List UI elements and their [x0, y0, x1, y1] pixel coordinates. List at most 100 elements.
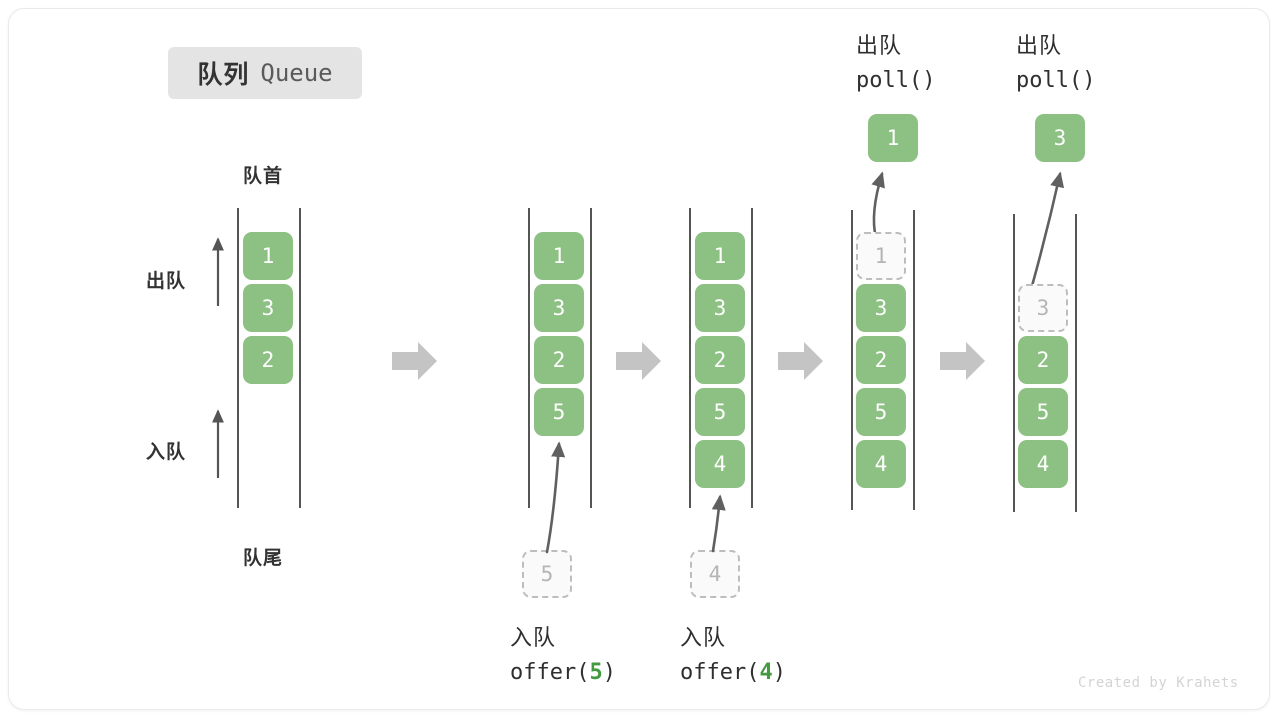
operation-code-suffix: ): [1082, 68, 1096, 93]
cell-value: 2: [874, 348, 888, 372]
dequeued-cell: 3: [1035, 114, 1085, 162]
queue-cell-new: 4: [695, 440, 745, 488]
cell-value: 3: [552, 296, 566, 320]
queue-rail-right-3: [751, 208, 753, 508]
queue-cell: 1: [243, 232, 293, 280]
queue-cell: 2: [243, 336, 293, 384]
operation-code-prefix: poll(: [856, 68, 923, 93]
queue-cell: 1: [695, 232, 745, 280]
operation-code-prefix: offer(: [510, 660, 590, 685]
operation-code: poll(): [1016, 63, 1095, 98]
queue-cell: 2: [534, 336, 584, 384]
queue-cell: 3: [695, 284, 745, 332]
operation-code-suffix: ): [922, 68, 936, 93]
operation-cn: 出队: [856, 33, 903, 58]
title-en: Queue: [260, 59, 333, 87]
queue-cell: 5: [695, 388, 745, 436]
queue-rail-right-1: [299, 208, 301, 508]
flow-arrow-icon: [392, 342, 437, 380]
operation-code: offer(5): [510, 655, 616, 690]
label-queue-front: 队首: [243, 166, 284, 187]
operation-code-suffix: ): [772, 660, 786, 685]
label-queue-rear: 队尾: [243, 548, 284, 569]
queue-rail-left-5: [1013, 214, 1015, 512]
queue-cell-ghost: 4: [690, 550, 740, 598]
cell-value: 2: [713, 348, 727, 372]
dequeue-motion-arrow-icon: [871, 171, 885, 240]
flow-arrow-icon: [616, 342, 661, 380]
operation-label-poll-1: 出队 poll(): [856, 28, 935, 98]
operation-code: poll(): [856, 63, 935, 98]
operation-code-suffix: ): [602, 660, 616, 685]
cell-value: 3: [1053, 126, 1067, 150]
title-cn: 队列: [197, 61, 250, 89]
queue-cell: 1: [534, 232, 584, 280]
queue-cell: 5: [856, 388, 906, 436]
queue-cell: 2: [856, 336, 906, 384]
queue-cell: 3: [856, 284, 906, 332]
cell-value: 1: [886, 126, 900, 150]
cell-value: 5: [874, 400, 888, 424]
cell-value: 3: [261, 296, 275, 320]
queue-cell-new: 5: [534, 388, 584, 436]
operation-label-poll-3: 出队 poll(): [1016, 28, 1095, 98]
operation-code-arg: 5: [589, 660, 603, 685]
queue-rail-left-4: [851, 210, 853, 510]
cell-value: 1: [552, 244, 566, 268]
enqueue-direction-arrow-icon: [212, 409, 224, 478]
queue-rail-left-1: [237, 208, 239, 508]
queue-rail-right-4: [913, 210, 915, 510]
operation-cn: 出队: [1016, 33, 1063, 58]
queue-rail-right-2: [590, 208, 592, 508]
operation-code-arg: 4: [759, 660, 773, 685]
cell-value: 4: [874, 452, 888, 476]
label-dequeue-direction: 出队: [146, 271, 187, 292]
cell-value: 1: [713, 244, 727, 268]
queue-cell-ghost: 1: [856, 232, 906, 280]
queue-cell: 2: [695, 336, 745, 384]
label-enqueue-direction: 入队: [146, 442, 187, 463]
queue-rail-left-3: [689, 208, 691, 508]
watermark: Created by Krahets: [1078, 675, 1239, 691]
flow-arrow-icon: [940, 342, 985, 380]
queue-cell: 5: [1018, 388, 1068, 436]
queue-cell: 2: [1018, 336, 1068, 384]
dequeued-cell: 1: [868, 114, 918, 162]
diagram-title-badge: 队列 Queue: [168, 47, 362, 99]
operation-code-prefix: offer(: [680, 660, 760, 685]
cell-value: 2: [552, 348, 566, 372]
operation-code: offer(4): [680, 655, 786, 690]
queue-rail-left-2: [528, 208, 530, 508]
queue-cell: 4: [856, 440, 906, 488]
operation-cn: 入队: [510, 625, 557, 650]
operation-code-prefix: poll(: [1016, 68, 1083, 93]
cell-value: 2: [261, 348, 275, 372]
cell-value: 4: [1036, 452, 1050, 476]
enqueue-motion-arrow-icon: [545, 441, 566, 554]
queue-cell: 3: [534, 284, 584, 332]
cell-value: 3: [1036, 296, 1050, 320]
dequeue-direction-arrow-icon: [212, 237, 224, 306]
queue-cell: 4: [1018, 440, 1068, 488]
operation-cn: 入队: [680, 625, 727, 650]
cell-value: 2: [1036, 348, 1050, 372]
enqueue-motion-arrow-icon: [711, 494, 726, 553]
flow-arrow-icon: [778, 342, 823, 380]
cell-value: 4: [708, 562, 722, 586]
operation-label-offer-5: 入队 offer(5): [510, 620, 616, 690]
dequeue-motion-arrow-icon: [1030, 171, 1065, 288]
queue-cell: 3: [243, 284, 293, 332]
operation-label-offer-4: 入队 offer(4): [680, 620, 786, 690]
queue-cell-ghost: 5: [522, 550, 572, 598]
cell-value: 1: [874, 244, 888, 268]
cell-value: 4: [713, 452, 727, 476]
cell-value: 3: [713, 296, 727, 320]
cell-value: 3: [874, 296, 888, 320]
cell-value: 5: [540, 562, 554, 586]
cell-value: 5: [552, 400, 566, 424]
cell-value: 1: [261, 244, 275, 268]
queue-cell-ghost: 3: [1018, 284, 1068, 332]
cell-value: 5: [713, 400, 727, 424]
cell-value: 5: [1036, 400, 1050, 424]
